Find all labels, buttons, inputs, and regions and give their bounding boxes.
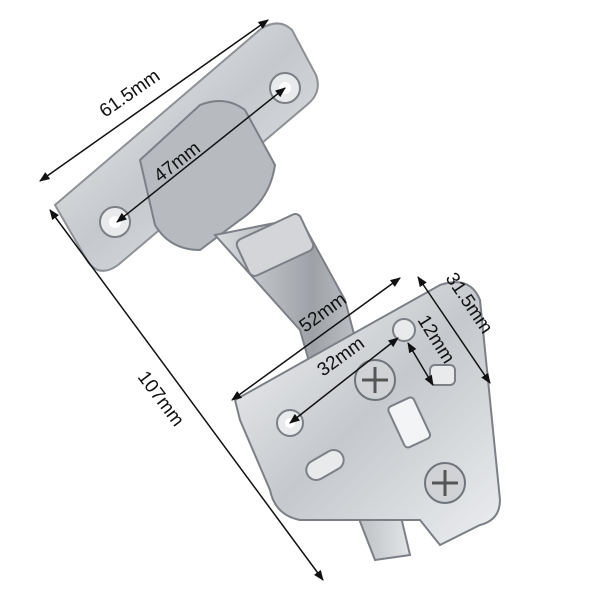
dimension-lines [39,19,491,581]
label-top-plate-length: 61.5mm [96,66,164,123]
label-overall-length: 107mm [133,367,188,430]
mounting-plate [233,281,502,547]
